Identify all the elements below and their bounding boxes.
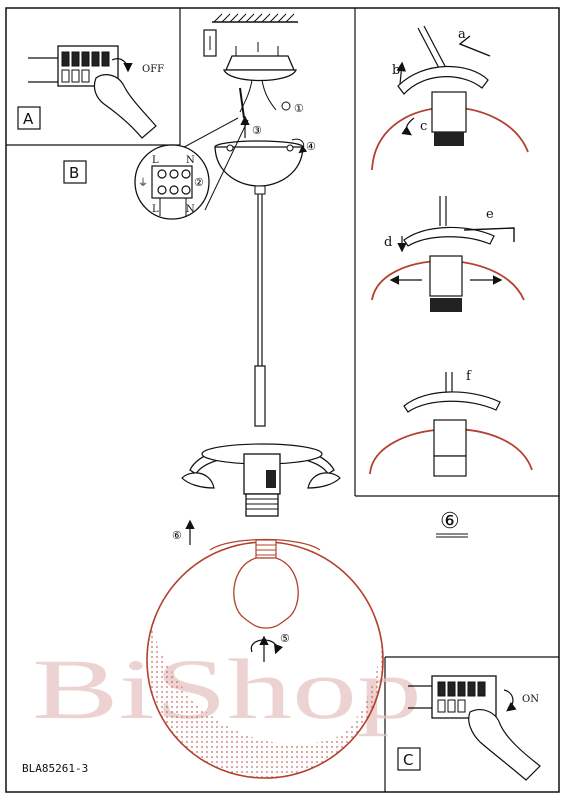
switch-on-label: ON: [522, 694, 539, 705]
step-1-marker: ①: [294, 102, 304, 115]
step-3-marker: ③: [252, 124, 262, 137]
panel-a-letter: A: [23, 110, 34, 128]
pendant-body: ⑥: [172, 186, 340, 545]
mounting-bracket-icon: [226, 56, 294, 70]
step-4-marker: ④: [306, 140, 316, 153]
terminal-live-bottom: L: [152, 204, 159, 215]
rod-sleeve-icon: [255, 366, 265, 426]
terminal-neutral-top: N: [186, 155, 195, 166]
light-bulb-icon: [234, 558, 298, 628]
screw-icon: [240, 88, 244, 118]
panel-c-illustration: ON: [408, 676, 540, 780]
detail-letter-c: c: [420, 119, 427, 134]
panel-six-title: ⑥: [440, 509, 460, 534]
step-2-marker: ②: [194, 176, 204, 189]
detail-letter-d: d: [384, 235, 392, 250]
detail-letter-b: b: [392, 63, 400, 78]
step-5-marker: ⑤: [280, 632, 290, 645]
detail-letter-f: f: [466, 369, 472, 384]
model-number: BLA85261-3: [22, 762, 88, 775]
panel-six-detail-2: d e: [372, 196, 524, 312]
earth-symbol-icon: ⏚: [138, 177, 148, 189]
detail-letter-e: e: [486, 207, 494, 222]
terminal-live-top: L: [152, 155, 159, 166]
hand-icon-c: [469, 710, 540, 780]
panel-c-letter: C: [403, 751, 413, 769]
panel-six-detail-1: a b c: [372, 26, 528, 170]
panel-a-illustration: OFF: [28, 46, 164, 138]
canopy-icon: [215, 147, 303, 186]
switch-off-label: OFF: [142, 64, 164, 75]
step-6-marker-main: ⑥: [172, 529, 182, 542]
panel-six-detail-3: f: [370, 369, 532, 476]
panel-b-letter: B: [69, 164, 79, 182]
detail-letter-a: a: [458, 27, 466, 42]
ceiling-mount-assembly: ① ③ ④: [204, 14, 316, 186]
terminal-neutral-bottom: N: [186, 204, 195, 215]
hand-icon: [94, 75, 156, 138]
